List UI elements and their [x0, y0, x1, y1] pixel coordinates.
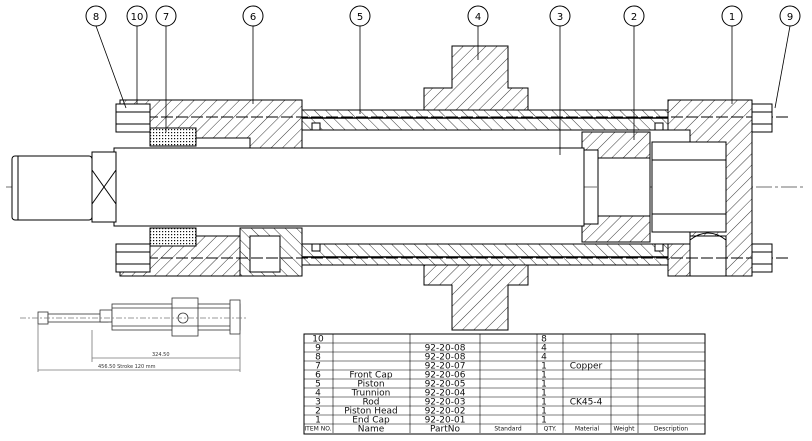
bom-item-no: 2: [315, 407, 321, 417]
tie-rod-nut-right-top: [751, 103, 773, 133]
bom-qty: 1: [541, 362, 547, 372]
bom-name: Trunnion: [351, 389, 391, 399]
balloon-circles: [85, 5, 801, 27]
bom-header-material: Material: [575, 426, 600, 433]
bom-header-name: Name: [358, 425, 385, 435]
piston-rod: [113, 147, 585, 227]
balloon-label: 3: [557, 12, 563, 23]
bom-part-no: 92-20-04: [425, 389, 466, 399]
balloon-label: 9: [787, 12, 793, 23]
bom-part-no: 92-20-07: [425, 362, 466, 372]
bom-part-no: 92-20-08: [425, 344, 466, 354]
balloon-label: 8: [93, 12, 99, 23]
tie-rod-nut-left-top: [115, 103, 151, 133]
bom-item-no: 8: [315, 353, 321, 363]
trunnion-lower: [423, 264, 529, 331]
piston-head-bottom: [581, 215, 651, 243]
balloon-label: 7: [163, 12, 169, 23]
bom-item-no: 6: [315, 371, 321, 381]
bom-qty: 1: [541, 407, 547, 417]
bom-item-no: 9: [315, 344, 321, 354]
balloon-label: 10: [131, 12, 144, 23]
bom-name: Front Cap: [349, 371, 392, 381]
tie-rod-nut-left-bottom: [115, 243, 151, 273]
barrel-bottom-wall: [299, 243, 671, 266]
bom-header-description: Description: [654, 426, 688, 433]
bom-material: Copper: [570, 362, 603, 372]
balloon-label: 6: [250, 12, 256, 23]
balloon-label: 5: [357, 12, 363, 23]
rod-end-eye: [11, 155, 93, 221]
bom-item-no: 3: [315, 398, 321, 408]
balloon-callouts: [95, 25, 791, 155]
trunnion: [423, 45, 529, 111]
bom-part-no: 92-20-02: [425, 407, 466, 417]
section-view: [6, 45, 806, 331]
bom-name: Piston: [357, 380, 384, 390]
end-cap-port: [689, 235, 727, 277]
bom-header-item: ITEM NO.: [304, 426, 331, 433]
bom-part-no: 92-20-01: [425, 416, 466, 426]
bom-item-no: 5: [315, 380, 321, 390]
bom-qty: 1: [541, 416, 547, 426]
bom-name: Piston Head: [344, 407, 398, 417]
dimension-overall: 456.50 Stroke 120 mm: [98, 364, 156, 370]
bom-qty: 8: [541, 335, 547, 345]
bom-name: Rod: [362, 398, 379, 408]
bom-header-partno: PartNo: [430, 425, 460, 435]
bom-qty: 1: [541, 371, 547, 381]
piston-head-top: [581, 131, 651, 159]
bom-qty: 1: [541, 380, 547, 390]
bom-item-no: 10: [312, 335, 324, 345]
bom-qty: 1: [541, 389, 547, 399]
bom-qty: 1: [541, 398, 547, 408]
bom-header-weight: Weight: [614, 426, 636, 433]
bom-part-no: 92-20-08: [425, 353, 466, 363]
balloon-label: 4: [475, 12, 481, 23]
balloon-label: 1: [729, 12, 735, 23]
barrel-top-wall: [299, 109, 671, 131]
tie-rod-nut-right-bottom: [751, 243, 773, 273]
bom-item-no: 4: [315, 389, 321, 399]
bom-name: End Cap: [352, 416, 390, 426]
exterior-view: [20, 297, 248, 372]
bom-qty: 4: [541, 344, 547, 354]
bom-part-no: 92-20-06: [425, 371, 466, 381]
bom-qty: 4: [541, 353, 547, 363]
rod-seal-bottom: [149, 227, 197, 247]
bom-item-no: 7: [315, 362, 321, 372]
rod-seal-top: [149, 127, 197, 147]
bom-part-no: 92-20-03: [425, 398, 466, 408]
dimension-inner: 324.50: [152, 352, 170, 358]
bom-header-qty: QTY.: [544, 426, 557, 433]
bom-item-no: 1: [315, 416, 321, 426]
bom-header-standard: Standard: [494, 426, 521, 433]
bom-material: CK45-4: [570, 398, 603, 408]
balloon-label: 2: [631, 12, 637, 23]
bom-part-no: 92-20-05: [425, 380, 466, 390]
